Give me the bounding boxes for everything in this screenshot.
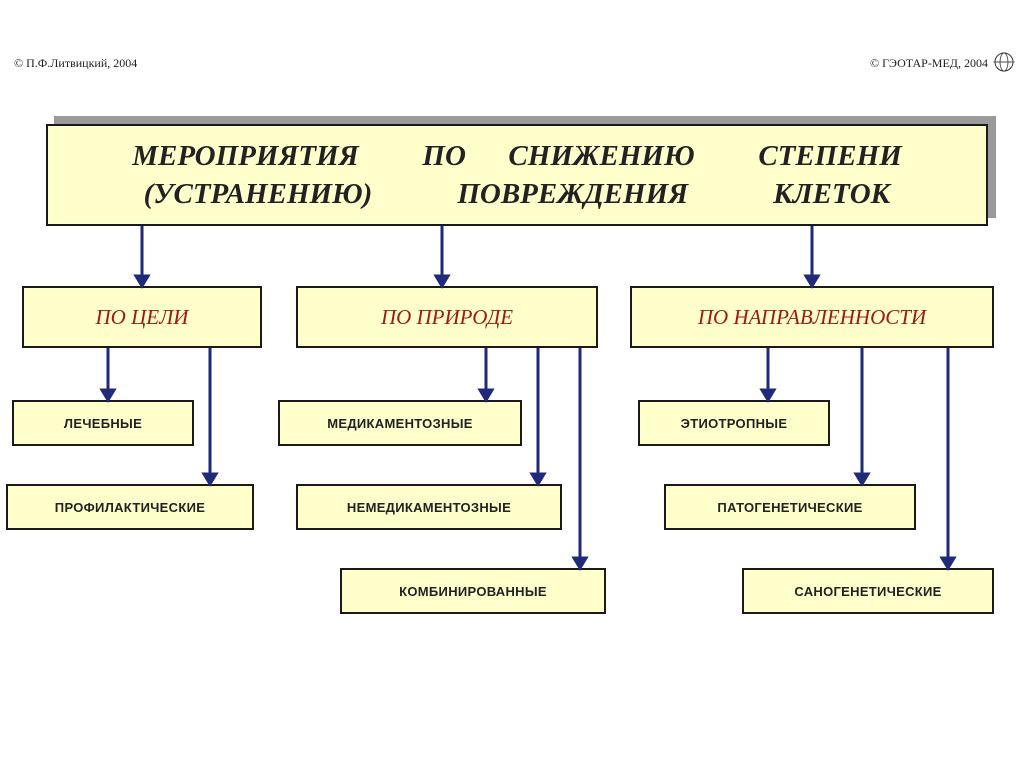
- arrowhead-title-nature: [433, 274, 451, 289]
- category-direction: ПО НАПРАВЛЕННОСТИ: [630, 286, 994, 348]
- copyright-right: © ГЭОТАР-МЕД, 2004: [869, 56, 988, 70]
- title-line-2: (УСТРАНЕНИЮ) ПОВРЕЖДЕНИЯ КЛЕТОК: [143, 178, 891, 210]
- globe-logo-icon: [993, 52, 1015, 72]
- arrowhead-direction-etiotropic: [759, 388, 777, 403]
- arrowhead-nature-non-medicinal: [529, 472, 547, 487]
- leaf-non-medicinal: НЕМЕДИКАМЕНТОЗНЫЕ: [296, 484, 562, 530]
- title-line-1: МЕРОПРИЯТИЯ ПО СНИЖЕНИЮ СТЕПЕНИ: [132, 140, 902, 172]
- arrowhead-nature-medicinal: [477, 388, 495, 403]
- leaf-combined: КОМБИНИРОВАННЫЕ: [340, 568, 606, 614]
- title-box: МЕРОПРИЯТИЯ ПО СНИЖЕНИЮ СТЕПЕНИ (УСТРАНЕ…: [46, 124, 988, 226]
- leaf-preventive: ПРОФИЛАКТИЧЕСКИЕ: [6, 484, 254, 530]
- leaf-sanogenetic: САНОГЕНЕТИЧЕСКИЕ: [742, 568, 994, 614]
- arrowhead-goal-preventive: [201, 472, 219, 487]
- arrowhead-goal-therapeutic: [99, 388, 117, 403]
- category-goal: ПО ЦЕЛИ: [22, 286, 262, 348]
- copyright-left: © П.Ф.Литвицкий, 2004: [14, 56, 138, 70]
- leaf-medicinal: МЕДИКАМЕНТОЗНЫЕ: [278, 400, 522, 446]
- arrowhead-nature-combined: [571, 556, 589, 571]
- arrowhead-title-goal: [133, 274, 151, 289]
- leaf-pathogenetic: ПАТОГЕНЕТИЧЕСКИЕ: [664, 484, 916, 530]
- arrowhead-direction-pathogenetic: [853, 472, 871, 487]
- leaf-therapeutic: ЛЕЧЕБНЫЕ: [12, 400, 194, 446]
- arrowhead-direction-sanogenetic: [939, 556, 957, 571]
- leaf-etiotropic: ЭТИОТРОПНЫЕ: [638, 400, 830, 446]
- category-nature: ПО ПРИРОДЕ: [296, 286, 598, 348]
- arrowhead-title-direction: [803, 274, 821, 289]
